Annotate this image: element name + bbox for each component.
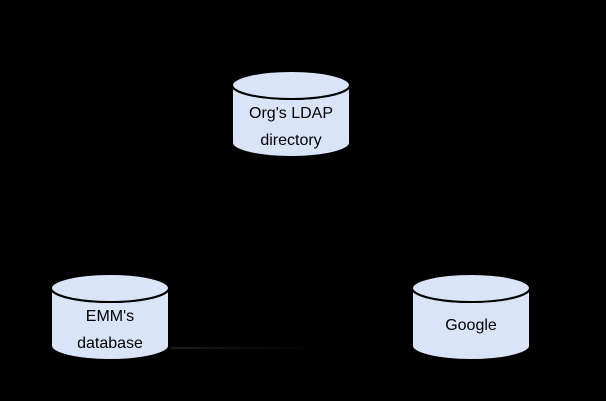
ldap-directory-cylinder: Org's LDAP directory — [231, 70, 351, 158]
label-line: directory — [260, 132, 322, 149]
emm-database-label: EMM's database — [50, 299, 170, 361]
cylinder-graphic — [231, 70, 351, 158]
ldap-directory-label: Org's LDAP directory — [231, 96, 351, 158]
cylinder-graphic — [50, 273, 170, 361]
label-line: EMM's — [85, 308, 135, 325]
cylinder-graphic — [411, 273, 531, 361]
google-cylinder: Google — [411, 273, 531, 361]
label-line: database — [77, 335, 143, 352]
label-line: Org's LDAP — [249, 105, 333, 122]
emm-google-connector-line — [171, 347, 411, 349]
google-label: Google — [411, 299, 531, 361]
emm-database-cylinder: EMM's database — [50, 273, 170, 361]
label-line: Google — [445, 316, 497, 334]
